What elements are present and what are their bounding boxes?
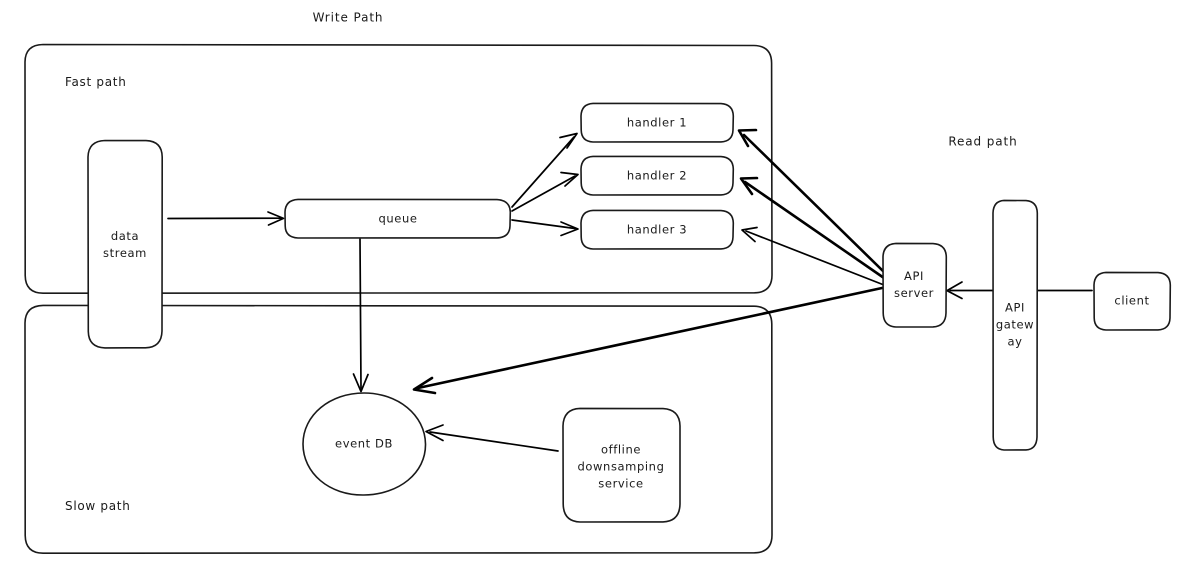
node-data-stream-shape[interactable] xyxy=(87,139,163,349)
edge-api-server-to-event-db xyxy=(412,286,884,395)
node-label-data-stream: data stream xyxy=(103,229,147,260)
node-label-handler-3: handler 3 xyxy=(626,222,688,237)
diagram-title-write-path: Write Path xyxy=(312,10,384,25)
edge-queue-to-handler-1 xyxy=(511,132,578,208)
edge-queue-to-event-db xyxy=(352,238,369,393)
edge-queue-to-handler-3 xyxy=(511,219,579,237)
node-label-client: client xyxy=(1114,293,1150,308)
node-label-event-db: event DB xyxy=(335,436,393,451)
edge-api-server-to-handler-3 xyxy=(741,226,885,286)
edge-api-server-to-handler-1 xyxy=(737,128,886,274)
node-label-offline-downsamping-service: offline downsamping service xyxy=(577,442,665,491)
node-label-api-server: API server xyxy=(893,269,935,300)
node-label-queue: queue xyxy=(378,211,418,226)
node-api-gateway-shape[interactable] xyxy=(992,199,1039,451)
node-client-shape[interactable] xyxy=(1093,271,1172,331)
node-label-handler-2: handler 2 xyxy=(626,168,688,183)
node-label-handler-1: handler 1 xyxy=(626,115,688,130)
group-label-slow-path: Slow path xyxy=(65,499,131,513)
edge-offline-service-to-event-db xyxy=(425,424,559,452)
edge-api-server-to-handler-2 xyxy=(739,176,886,280)
edge-queue-to-handler-2 xyxy=(511,171,579,212)
node-queue-shape[interactable] xyxy=(284,198,512,239)
group-slow-path xyxy=(24,304,773,554)
node-api-server-shape[interactable] xyxy=(882,242,948,328)
group-label-fast-path: Fast path xyxy=(65,75,127,89)
node-handler-1-shape[interactable] xyxy=(580,102,735,143)
diagram-title-read-path: Read path xyxy=(948,134,1018,149)
node-event-db-shape[interactable] xyxy=(302,392,427,496)
group-fast-path xyxy=(24,43,773,294)
node-handler-3-shape[interactable] xyxy=(580,209,735,250)
node-handler-2-shape[interactable] xyxy=(580,155,735,196)
edge-data-stream-to-queue xyxy=(167,211,285,226)
node-label-api-gateway: API gatew ay xyxy=(995,300,1035,349)
node-offline-downsamping-service-shape[interactable] xyxy=(562,407,681,523)
